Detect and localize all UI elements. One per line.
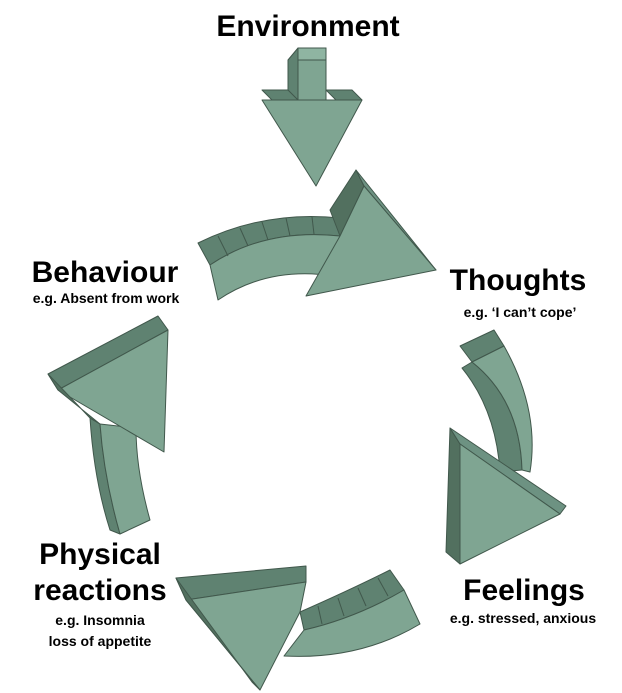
feelings-to-physical-arrow xyxy=(175,565,421,691)
environment-title: Environment xyxy=(216,10,400,43)
behaviour-to-thoughts-arrow xyxy=(197,169,437,301)
physical-example-line1: e.g. Insomnia xyxy=(55,612,145,628)
physical-example-line2: loss of appetite xyxy=(48,633,152,649)
physical-title-line1: Physical xyxy=(39,538,161,571)
thoughts-to-feelings-arrow xyxy=(445,329,567,565)
physical-title-line2: reactions xyxy=(33,574,167,607)
physical-to-behaviour-arrow xyxy=(47,315,169,535)
behaviour-title: Behaviour xyxy=(31,256,179,289)
environment-arrow xyxy=(261,47,363,187)
behaviour-example: e.g. Absent from work xyxy=(32,290,180,306)
thoughts-title: Thoughts xyxy=(449,264,587,297)
feelings-title: Feelings xyxy=(463,574,585,607)
thoughts-example: e.g. ‘I can’t cope’ xyxy=(463,304,577,320)
feelings-example: e.g. stressed, anxious xyxy=(449,610,597,626)
